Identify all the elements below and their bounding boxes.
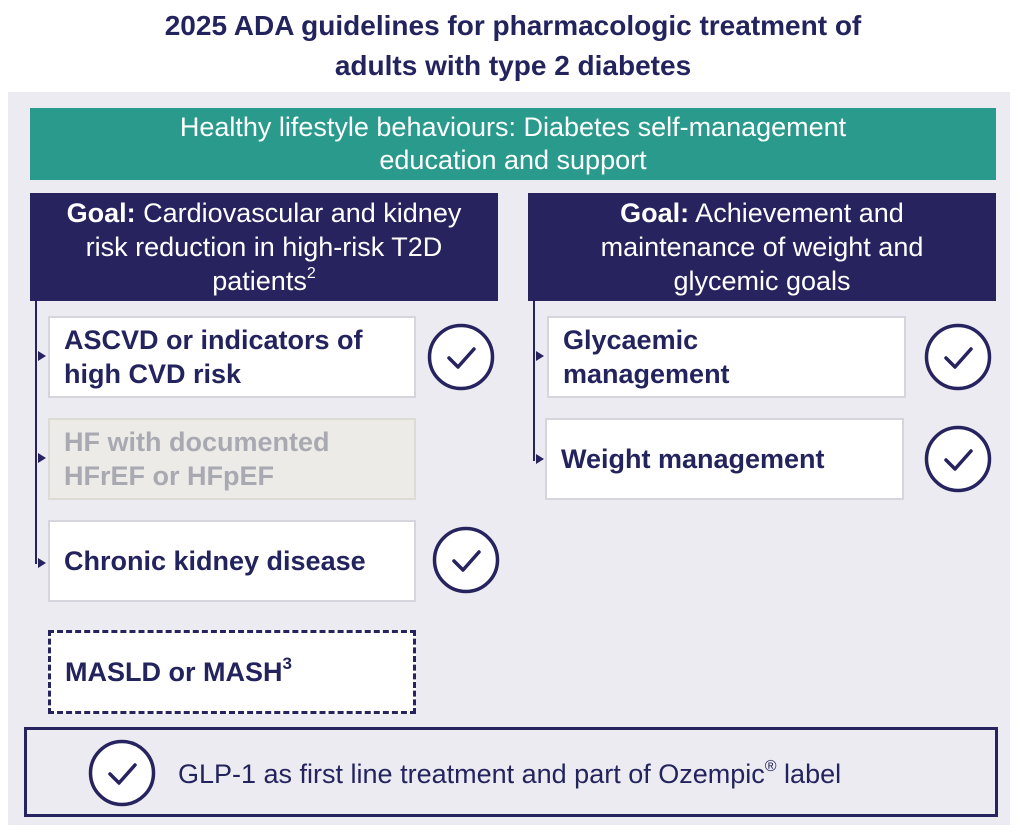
banner-line-1: Healthy lifestyle behaviours: Diabetes s…: [179, 112, 847, 142]
check-circle-icon: [924, 323, 992, 391]
right-connector-line: [533, 301, 535, 461]
check-circle-icon: [924, 425, 992, 493]
item-hf: HF with documented HFrEF or HFpEF: [48, 418, 416, 500]
item-masld-line-1: MASLD or MASH3: [65, 655, 292, 689]
title-line-2: adults with type 2 diabetes: [334, 50, 692, 81]
goal-left-footnote: 2: [306, 265, 316, 282]
item-glycaemic-line-1: Glycaemic: [563, 325, 699, 355]
item-ckd-line-1: Chronic kidney disease: [64, 546, 366, 576]
banner-line-2: education and support: [379, 145, 647, 175]
diagram-title: 2025 ADA guidelines for pharmacologic tr…: [0, 6, 1026, 86]
item-masld-text: MASLD or MASH: [65, 657, 283, 687]
item-ascvd: ASCVD or indicators of high CVD risk: [48, 316, 416, 398]
goal-cardiovascular-kidney: Goal: Cardiovascular and kidney risk red…: [30, 193, 498, 301]
registered-mark: ®: [764, 758, 777, 775]
goal-left-line-1: Goal: Cardiovascular and kidney: [67, 196, 462, 230]
goal-left-line-2: risk reduction in high-risk T2D: [85, 232, 443, 262]
arrow-glycaemic: [536, 351, 544, 361]
goal-left-text-3: patients: [212, 266, 307, 296]
goal-left-line-3: patients2: [212, 264, 315, 298]
arrow-hf: [38, 453, 46, 463]
item-masld: MASLD or MASH3: [48, 630, 416, 714]
item-hf-text: HF with documented HFrEF or HFpEF: [64, 425, 330, 493]
item-weight-line-1: Weight management: [561, 444, 825, 474]
check-circle-icon: [427, 323, 495, 391]
arrow-ckd: [38, 558, 46, 568]
item-ckd: Chronic kidney disease: [48, 520, 416, 602]
item-glycaemic-text: Glycaemic management: [563, 323, 730, 391]
goal-left-label: Goal:: [66, 198, 136, 228]
item-glycaemic: Glycaemic management: [547, 316, 906, 398]
item-hf-line-1: HF with documented: [64, 427, 330, 457]
item-ascvd-line-1: ASCVD or indicators of: [64, 325, 363, 355]
goal-right-text-1: Achievement and: [689, 198, 904, 228]
lifestyle-banner: Healthy lifestyle behaviours: Diabetes s…: [30, 108, 996, 180]
glp1-summary-text: GLP-1 as first line treatment and part o…: [178, 758, 841, 790]
item-ascvd-text: ASCVD or indicators of high CVD risk: [64, 323, 363, 391]
goal-right-line-3: glycemic goals: [673, 266, 851, 296]
goal-right-line-1: Goal: Achievement and: [620, 196, 904, 230]
glp1-text: GLP-1 as first line treatment and part o…: [178, 759, 765, 789]
goal-left-text-1: Cardiovascular and kidney: [135, 198, 462, 228]
item-hf-line-2: HFrEF or HFpEF: [64, 461, 274, 491]
title-line-1: 2025 ADA guidelines for pharmacologic tr…: [164, 10, 862, 41]
glp1-summary-box: [24, 727, 998, 817]
item-ascvd-line-2: high CVD risk: [64, 359, 242, 389]
goal-right-line-2: maintenance of weight and: [600, 232, 924, 262]
arrow-weight: [536, 454, 544, 464]
item-masld-footnote: 3: [282, 654, 292, 673]
goal-weight-glycemic: Goal: Achievement and maintenance of wei…: [528, 193, 996, 301]
item-weight: Weight management: [545, 418, 904, 500]
item-glycaemic-line-2: management: [563, 359, 730, 389]
arrow-ascvd: [38, 351, 46, 361]
check-circle-icon: [88, 739, 156, 807]
glp1-suffix: label: [776, 759, 842, 789]
check-circle-icon: [432, 526, 500, 594]
left-connector-line: [35, 301, 37, 564]
goal-right-label: Goal:: [620, 198, 690, 228]
